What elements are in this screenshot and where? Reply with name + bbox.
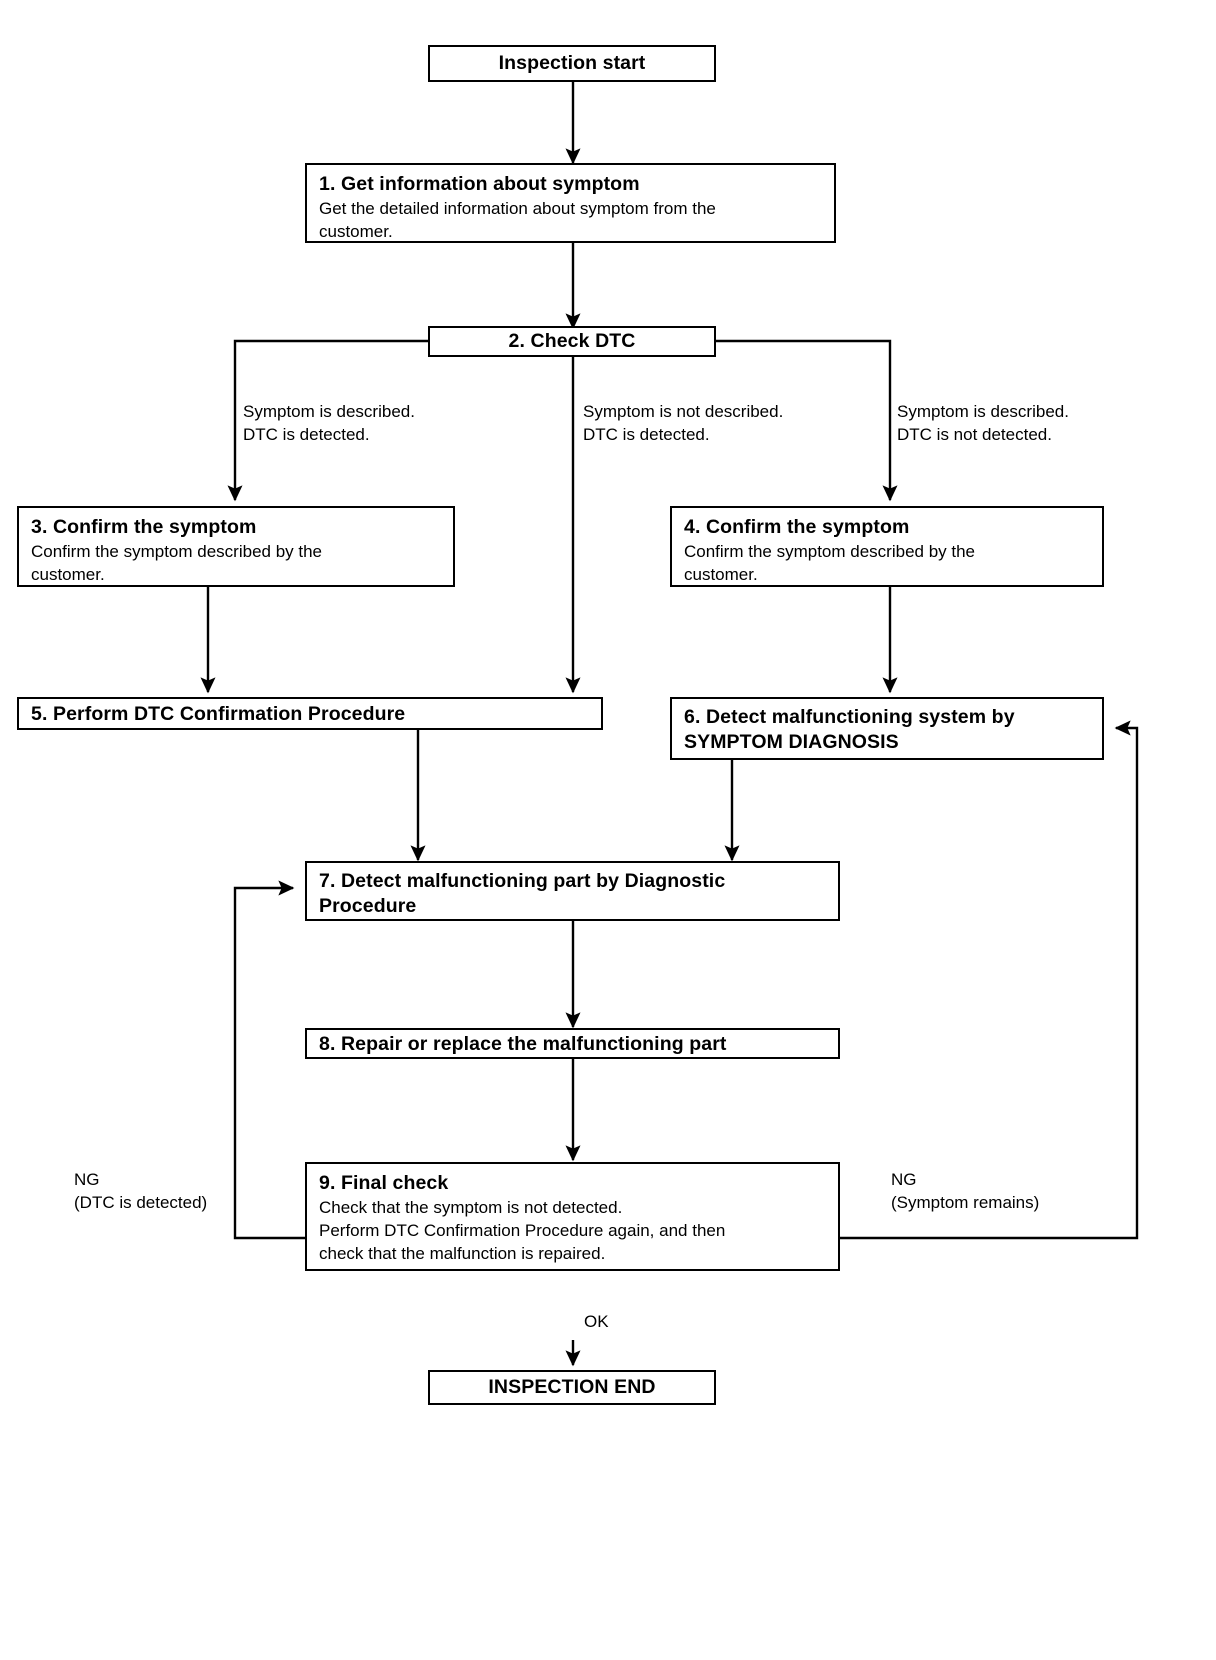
node-inspection-start-label: Inspection start (498, 52, 646, 74)
edge-label-ng-left: NG (DTC is detected) (74, 1170, 208, 1212)
node-5-title: 5. Perform DTC Confirmation Procedure (31, 703, 406, 725)
node-4-body: Confirm the symptom described by the cus… (684, 542, 976, 584)
edge-label-branch-middle: Symptom is not described. DTC is detecte… (583, 402, 784, 444)
node-2-title: 2. Check DTC (508, 330, 636, 352)
node-1-body: Get the detailed information about sympt… (319, 199, 716, 241)
edge-label-branch-left: Symptom is described. DTC is detected. (243, 402, 415, 444)
node-5-perform-dtc-confirmation[interactable]: 5. Perform DTC Confirmation Procedure (17, 697, 603, 730)
edge-2-left-branch (227, 339, 429, 502)
node-1-get-information[interactable]: 1. Get information about symptom Get the… (305, 163, 836, 243)
node-9-final-check[interactable]: 9. Final check Check that the symptom is… (305, 1162, 840, 1271)
edge-ng-left-loop (233, 880, 305, 1240)
edge-label-ng-right: NG (Symptom remains) (891, 1170, 1040, 1212)
node-3-body: Confirm the symptom described by the cus… (31, 542, 323, 584)
node-9-title: 9. Final check (319, 1172, 449, 1194)
node-7-title: 7. Detect malfunctioning part by Diagnos… (319, 870, 726, 917)
node-3-title: 3. Confirm the symptom (31, 516, 257, 538)
node-7-detect-malfunctioning-part[interactable]: 7. Detect malfunctioning part by Diagnos… (305, 861, 840, 921)
node-inspection-start[interactable]: Inspection start (428, 45, 716, 82)
node-9-body: Check that the symptom is not detected. … (319, 1198, 726, 1263)
node-3-confirm-symptom[interactable]: 3. Confirm the symptom Confirm the sympt… (17, 506, 455, 587)
node-6-detect-malfunctioning-system[interactable]: 6. Detect malfunctioning system by SYMPT… (670, 697, 1104, 760)
node-4-title: 4. Confirm the symptom (684, 516, 910, 538)
node-8-repair-or-replace[interactable]: 8. Repair or replace the malfunctioning … (305, 1028, 840, 1059)
node-inspection-end-label: INSPECTION END (488, 1376, 656, 1398)
node-8-title: 8. Repair or replace the malfunctioning … (319, 1033, 727, 1055)
edge-label-branch-right: Symptom is described. DTC is not detecte… (897, 402, 1069, 444)
node-6-title: 6. Detect malfunctioning system by SYMPT… (684, 706, 1015, 753)
edge-ng-right-loop (840, 720, 1139, 1240)
edge-2-right-branch (716, 339, 898, 502)
node-2-check-dtc[interactable]: 2. Check DTC (428, 326, 716, 357)
edge-label-ok: OK (584, 1312, 609, 1331)
node-inspection-end[interactable]: INSPECTION END (428, 1370, 716, 1405)
node-4-confirm-symptom[interactable]: 4. Confirm the symptom Confirm the sympt… (670, 506, 1104, 587)
node-1-title: 1. Get information about symptom (319, 173, 640, 195)
